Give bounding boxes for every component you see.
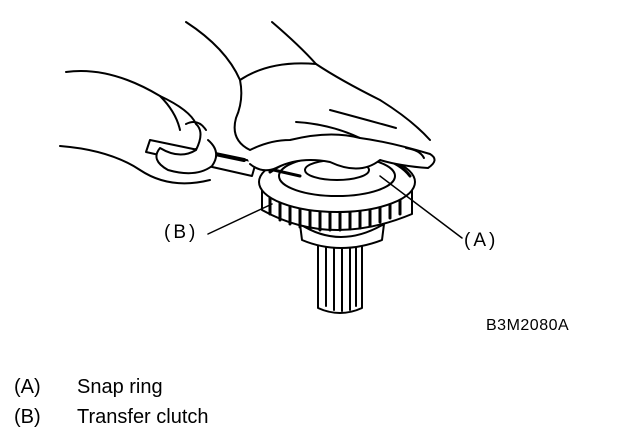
legend: (A) Snap ring (B) Transfer clutch bbox=[14, 372, 209, 432]
legend-text: Snap ring bbox=[77, 375, 163, 398]
left-hand bbox=[59, 70, 218, 185]
legend-item-a: (A) Snap ring bbox=[14, 372, 209, 402]
right-hand bbox=[185, 21, 436, 172]
leader-line-b bbox=[207, 203, 273, 235]
callout-b: (B) bbox=[164, 222, 199, 243]
legend-text: Transfer clutch bbox=[77, 405, 209, 428]
legend-item-b: (B) Transfer clutch bbox=[14, 402, 209, 432]
figure-code: B3M2080A bbox=[486, 317, 570, 334]
callout-a: (A) bbox=[464, 230, 499, 251]
leader-line-a bbox=[379, 175, 463, 239]
legend-key: (A) bbox=[14, 375, 41, 398]
legend-key: (B) bbox=[14, 405, 41, 428]
technical-illustration bbox=[59, 21, 463, 314]
output-shaft bbox=[299, 223, 385, 314]
transfer-clutch-drum bbox=[258, 151, 416, 232]
